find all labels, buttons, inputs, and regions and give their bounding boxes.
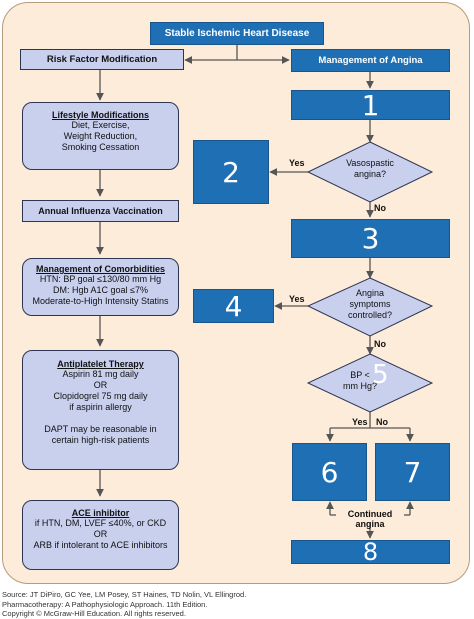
lifestyle-line: Weight Reduction,	[63, 131, 138, 141]
edge-label-yes: Yes	[352, 417, 368, 427]
step-2-box: 2	[193, 140, 269, 204]
antiplatelet-line: Aspirin 81 mg daily	[62, 369, 139, 379]
decision-controlled-text: Angina symptoms controlled?	[330, 288, 410, 321]
lifestyle-line: Diet, Exercise,	[71, 120, 130, 130]
antiplatelet-line: DAPT may be reasonable in	[44, 424, 157, 434]
step-4-label: 4	[224, 289, 243, 323]
source-line: Source: JT DiPiro, GC Yee, LM Posey, ST …	[2, 590, 247, 599]
step-8-box: 8	[291, 538, 450, 566]
edge-label-continued: Continued angina	[347, 509, 393, 529]
ace-line: if HTN, DM, LVEF ≤40%, or CKD	[34, 518, 167, 528]
decision-text-line: symptoms	[349, 299, 391, 309]
step-3-box: 3	[291, 219, 450, 258]
ace-line: ARB if intolerant to ACE inhibitors	[33, 540, 168, 550]
decision-bp	[306, 353, 434, 413]
step-6-label: 6	[320, 455, 339, 489]
decision-text-line: BP <	[350, 370, 370, 380]
antiplatelet-line: certain high-risk patients	[51, 435, 150, 445]
antiplatelet-line: OR	[93, 380, 108, 390]
ace-title: ACE inhibitor	[71, 508, 130, 518]
source-line: Copyright © McGraw-Hill Education. All r…	[2, 609, 186, 618]
comorbidities-box: Management of Comorbidities HTN: BP goal…	[22, 258, 179, 316]
decision-text-line: angina?	[353, 169, 387, 179]
risk-header-text: Risk Factor Modification	[46, 54, 158, 65]
step-1-box: 1	[291, 88, 450, 122]
antiplatelet-line: Clopidogrel 75 mg daily	[53, 391, 148, 401]
step-7-label: 7	[403, 455, 422, 489]
step-2-label: 2	[222, 155, 240, 189]
step-5-label: 5	[372, 360, 389, 390]
decision-vasospastic	[306, 141, 434, 203]
edge-label-yes: Yes	[289, 158, 305, 168]
lifestyle-title: Lifestyle Modifications	[51, 110, 149, 120]
step-4-box: 4	[193, 289, 274, 323]
edge-label-no: No	[374, 339, 386, 349]
antiplatelet-line: if aspirin allergy	[69, 402, 132, 412]
comorbidities-line: Moderate-to-High Intensity Statins	[32, 296, 169, 306]
lifestyle-box: Lifestyle Modifications Diet, Exercise, …	[22, 102, 179, 170]
step-6-box: 6	[292, 443, 367, 501]
ace-box: ACE inhibitor if HTN, DM, LVEF ≤40%, or …	[22, 500, 179, 570]
edge-label-no: No	[376, 417, 388, 427]
decision-vasospastic-text: Vasospastic angina?	[330, 158, 410, 180]
source-citation: Source: JT DiPiro, GC Yee, LM Posey, ST …	[2, 590, 246, 619]
title-box: Stable Ischemic Heart Disease	[150, 22, 324, 45]
decision-controlled	[306, 277, 434, 337]
influenza-box: Annual Influenza Vaccination	[22, 200, 179, 222]
edge-label-yes: Yes	[289, 294, 305, 304]
antiplatelet-box: Antiplatelet Therapy Aspirin 81 mg daily…	[22, 350, 179, 470]
edge-label-no: No	[374, 203, 386, 213]
decision-text-line: Angina	[355, 288, 385, 298]
comorbidities-line: HTN: BP goal ≤130/80 mm Hg	[39, 274, 162, 284]
decision-bp-text: BP < mm Hg?	[340, 370, 380, 392]
angina-header-text: Management of Angina	[318, 55, 423, 66]
step-1-label: 1	[361, 88, 380, 122]
step-7-box: 7	[375, 443, 450, 501]
antiplatelet-title: Antiplatelet Therapy	[57, 359, 144, 369]
step-8-label: 8	[362, 538, 379, 566]
angina-header-box: Management of Angina	[291, 49, 450, 72]
influenza-text: Annual Influenza Vaccination	[38, 206, 163, 216]
decision-text-line: mm Hg?	[342, 381, 377, 391]
source-line: Pharmacotherapy: A Pathophysiologic Appr…	[2, 599, 208, 609]
risk-header-box: Risk Factor Modification	[20, 49, 184, 70]
title-text: Stable Ischemic Heart Disease	[164, 28, 310, 39]
ace-line: OR	[93, 529, 108, 539]
antiplatelet-spacer	[23, 413, 178, 424]
step-3-label: 3	[361, 222, 380, 255]
lifestyle-line: Smoking Cessation	[61, 142, 140, 152]
comorbidities-line: DM: Hgb A1C goal ≤7%	[53, 285, 148, 295]
comorbidities-title: Management of Comorbidities	[35, 264, 165, 274]
decision-text-line: Vasospastic	[346, 158, 394, 168]
decision-text-line: controlled?	[347, 310, 393, 320]
